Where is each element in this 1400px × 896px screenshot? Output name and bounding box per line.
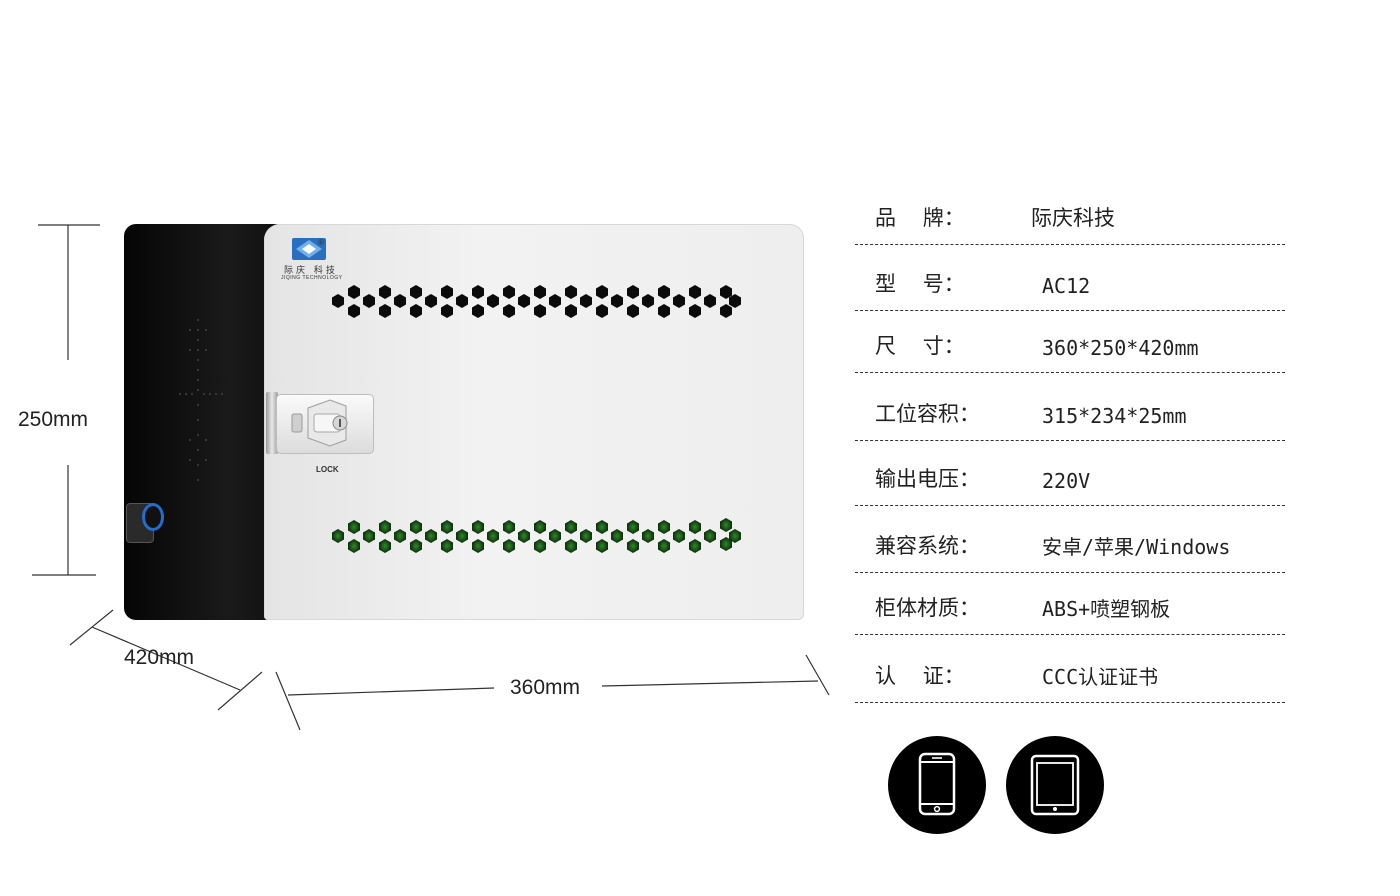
side-vent-pattern xyxy=(178,318,224,482)
dimension-lines xyxy=(32,224,830,731)
spec-value: 315*234*25mm xyxy=(1042,404,1187,428)
tablet-icon xyxy=(1006,736,1104,834)
spec-value: 220V xyxy=(1042,469,1091,493)
spec-value: 360*250*420mm xyxy=(1042,336,1199,360)
spec-label: 尺 寸： xyxy=(875,334,965,358)
spec-value: 际庆科技 xyxy=(1031,206,1115,230)
spec-row-material: 柜体材质： ABS+喷塑钢板 xyxy=(855,574,1285,635)
spec-row-size: 尺 寸： 360*250*420mm xyxy=(855,312,1285,373)
spec-row-brand: 品 牌： 际庆科技 xyxy=(855,184,1285,245)
door-hinge xyxy=(266,392,278,454)
spec-row-certification: 认 证： CCC认证证书 xyxy=(855,642,1285,703)
spec-label: 工位容积： xyxy=(875,402,980,426)
spec-value: CCC认证证书 xyxy=(1042,665,1159,689)
spec-value: AC12 xyxy=(1042,274,1091,298)
brand-logo-cn: 际庆 科技 xyxy=(284,266,338,276)
bottom-vent-grid xyxy=(332,518,741,553)
lock-label: LOCK xyxy=(316,465,339,474)
spec-row-model: 型 号： AC12 xyxy=(855,250,1285,311)
spec-value: ABS+喷塑钢板 xyxy=(1042,597,1171,621)
spec-value: 安卓/苹果/Windows xyxy=(1042,535,1231,559)
top-vent-grid xyxy=(332,285,741,318)
spec-label: 柜体材质： xyxy=(875,596,980,620)
spec-label: 输出电压： xyxy=(875,467,980,491)
brand-logo-icon xyxy=(292,238,326,260)
brand-logo-en: JIQING TECHNOLOGY xyxy=(281,275,343,281)
height-dimension-label: 250mm xyxy=(14,408,93,432)
spec-row-slot-volume: 工位容积： 315*234*25mm xyxy=(855,380,1285,441)
spec-label: 型 号： xyxy=(875,272,965,296)
side-lock-ring-icon xyxy=(142,503,164,531)
latch-handle-icon xyxy=(291,399,348,447)
spec-label: 兼容系统： xyxy=(875,534,980,558)
spec-label: 品 牌： xyxy=(875,206,965,230)
registered-mark: ® xyxy=(318,238,324,247)
spec-row-output-voltage: 输出电压： 220V xyxy=(855,445,1285,506)
spec-label: 认 证： xyxy=(875,664,965,688)
phone-icon xyxy=(888,736,986,834)
spec-row-compatible-systems: 兼容系统： 安卓/苹果/Windows xyxy=(855,512,1285,573)
width-dimension-label: 360mm xyxy=(506,676,585,700)
depth-dimension-label: 420mm xyxy=(124,646,195,669)
